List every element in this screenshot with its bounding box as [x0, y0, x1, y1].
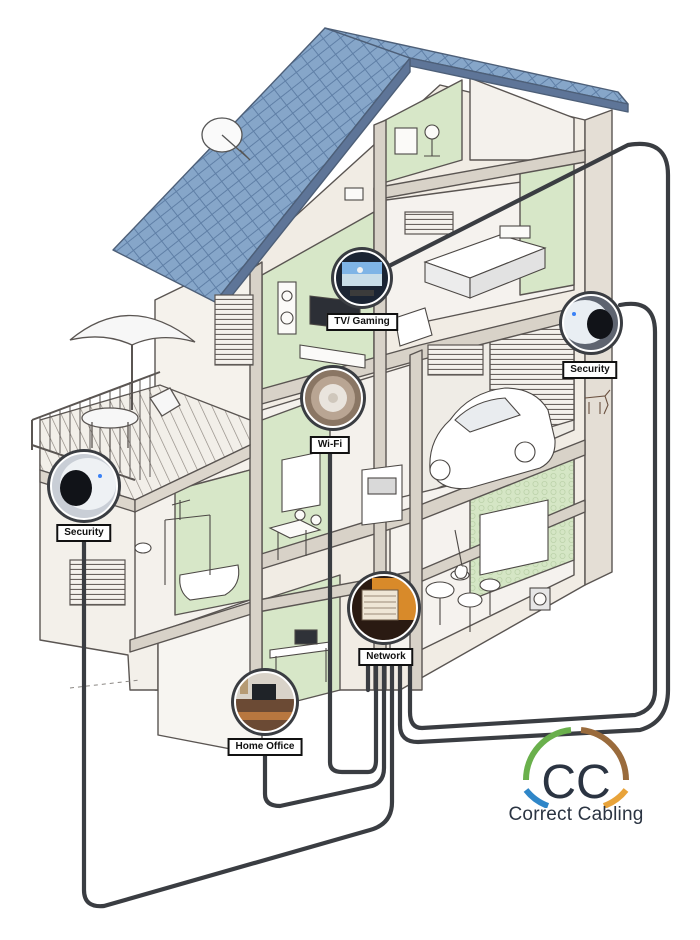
satellite-dish-icon — [201, 117, 251, 161]
label-network: Network — [358, 648, 414, 666]
brand-ring-icon: CC — [522, 727, 630, 809]
cable-security-right — [407, 301, 658, 731]
security-camera-icon — [50, 452, 118, 520]
umbrella-icon — [69, 314, 196, 346]
network-bubble — [347, 571, 421, 645]
security-camera-icon — [562, 294, 620, 352]
tv-icon — [334, 250, 390, 306]
speaker-icon — [277, 281, 297, 335]
network-cables — [81, 141, 671, 909]
cable-security-left — [81, 537, 395, 909]
brand-name: Correct Cabling — [508, 804, 644, 825]
label-home-office: Home Office — [227, 738, 303, 756]
windows — [69, 211, 484, 606]
sofa-icon — [394, 307, 433, 347]
label-security-left: Security — [56, 524, 112, 542]
roof — [112, 27, 629, 309]
car-icon — [429, 387, 556, 490]
stove-icon — [361, 464, 403, 526]
home-office-icon — [234, 671, 296, 733]
wifi-bubble — [300, 365, 366, 431]
label-tv-gaming: TV/ Gaming — [326, 313, 398, 331]
tv-gaming-bubble — [331, 247, 393, 309]
brand-logo: CC Correct Cabling — [486, 718, 666, 838]
guitar-icon — [454, 529, 468, 579]
wifi-access-point-icon — [303, 368, 363, 428]
cable-wifi — [327, 437, 379, 775]
cat-icon — [584, 389, 611, 415]
patio-table-icon — [81, 407, 139, 429]
bathtub-icon — [179, 564, 240, 601]
network-rack-icon — [350, 574, 418, 642]
security-right-bubble — [559, 291, 623, 355]
cable-office — [262, 661, 387, 809]
label-security-right: Security — [562, 361, 618, 379]
drum-kit-icon — [425, 581, 455, 599]
home-office-bubble — [231, 668, 299, 736]
cable-tv — [382, 141, 671, 745]
brand-initials: CC — [541, 756, 610, 808]
security-left-bubble — [47, 449, 121, 523]
label-wifi: Wi-Fi — [309, 436, 351, 454]
